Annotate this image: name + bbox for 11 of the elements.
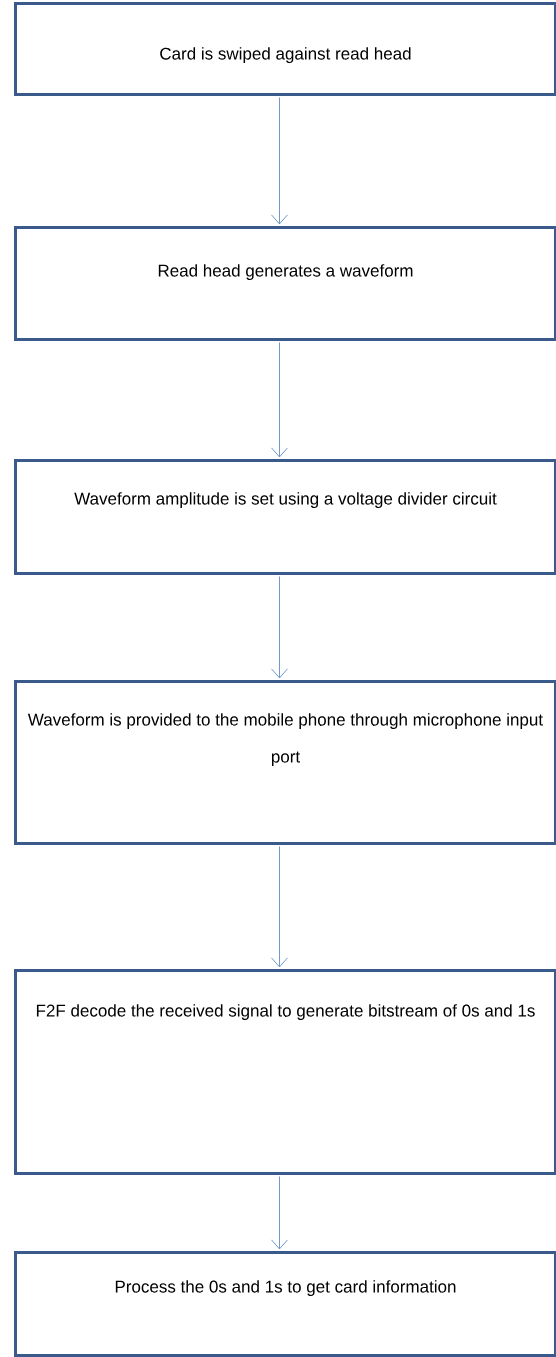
process-box: F2F decode the received signal to generate bitstream of 0s and 1s (14, 969, 556, 1175)
arrow (271, 576, 288, 679)
arrow (271, 846, 288, 968)
process-box: Card is swiped against read head (14, 2, 556, 96)
arrow (271, 97, 288, 225)
process-box: Waveform is provided to the mobile phone through microphone input port (14, 680, 556, 845)
process-box: Read head generates a waveform (14, 226, 556, 341)
process-box: Waveform amplitude is set using a voltage divider circuit (14, 459, 556, 575)
process-box: Process the 0s and 1s to get card information (14, 1251, 556, 1357)
arrow (271, 342, 288, 458)
arrow (271, 1176, 288, 1250)
